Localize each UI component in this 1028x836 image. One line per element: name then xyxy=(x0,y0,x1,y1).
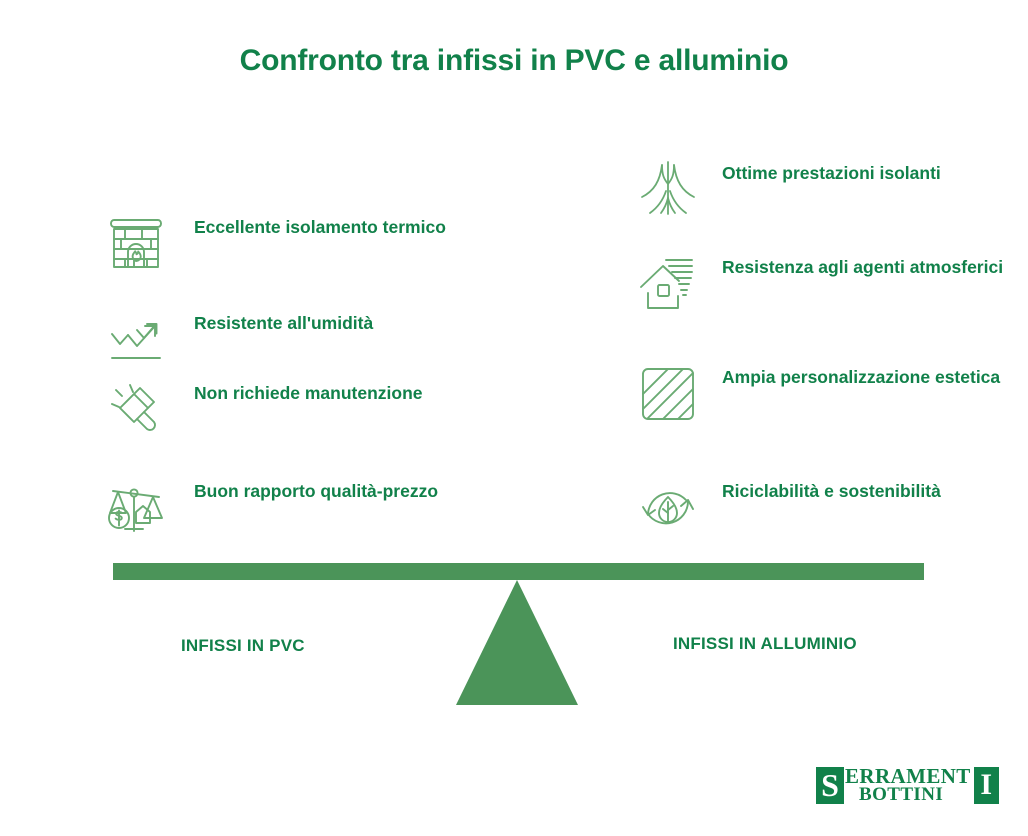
feature-item: Ottime prestazioni isolanti xyxy=(636,158,1022,222)
company-logo: S ERRAMENT BOTTINI I xyxy=(816,763,999,805)
feature-label: Eccellente isolamento termico xyxy=(194,217,446,237)
feature-item: Resistenza agli agenti atmosferici xyxy=(636,252,1022,316)
balance-beam xyxy=(113,563,924,580)
balance-fulcrum-triangle xyxy=(456,580,578,705)
feature-label: Buon rapporto qualità-prezzo xyxy=(194,481,439,501)
feature-label: Non richiede manutenzione xyxy=(194,383,423,403)
feature-item: Resistente all'umidità xyxy=(104,308,494,372)
logo-wordmark: ERRAMENT BOTTINI xyxy=(845,763,971,805)
page-title: Confronto tra infissi in PVC e alluminio xyxy=(239,44,789,77)
fireplace-icon xyxy=(104,212,168,276)
hatched-square-icon xyxy=(636,362,700,426)
logo-wordmark-line2: BOTTINI xyxy=(859,783,944,805)
feature-item: Buon rapporto qualità-prezzo xyxy=(104,476,494,540)
logo-initial-s: S xyxy=(816,766,844,804)
aluminium-side-heading: INFISSI IN ALLUMINIO xyxy=(673,634,857,653)
logo-wordmark-line1: ERRAMENT xyxy=(845,763,971,788)
growth-arrows-icon xyxy=(104,308,168,372)
recycle-leaf-icon xyxy=(636,476,700,540)
feature-label: Ottime prestazioni isolanti xyxy=(722,163,941,183)
house-wind-icon xyxy=(636,252,700,316)
feature-label: Resistente all'umidità xyxy=(194,313,374,333)
logo-final-i: I xyxy=(973,766,999,804)
feature-label: Ampia personalizzazione estetica xyxy=(722,367,1001,387)
squeegee-icon xyxy=(104,378,168,442)
balance-scale-icon xyxy=(104,476,168,540)
feature-item: Ampia personalizzazione estetica xyxy=(636,362,1022,426)
pvc-side-heading: INFISSI IN PVC xyxy=(181,636,305,655)
tree-roots-icon xyxy=(636,158,700,222)
feature-item: Eccellente isolamento termico xyxy=(104,212,494,276)
feature-item: Riciclabilità e sostenibilità xyxy=(636,476,1022,540)
feature-item: Non richiede manutenzione xyxy=(104,378,494,442)
feature-label: Riciclabilità e sostenibilità xyxy=(722,481,941,501)
feature-label: Resistenza agli agenti atmosferici xyxy=(722,257,1004,277)
